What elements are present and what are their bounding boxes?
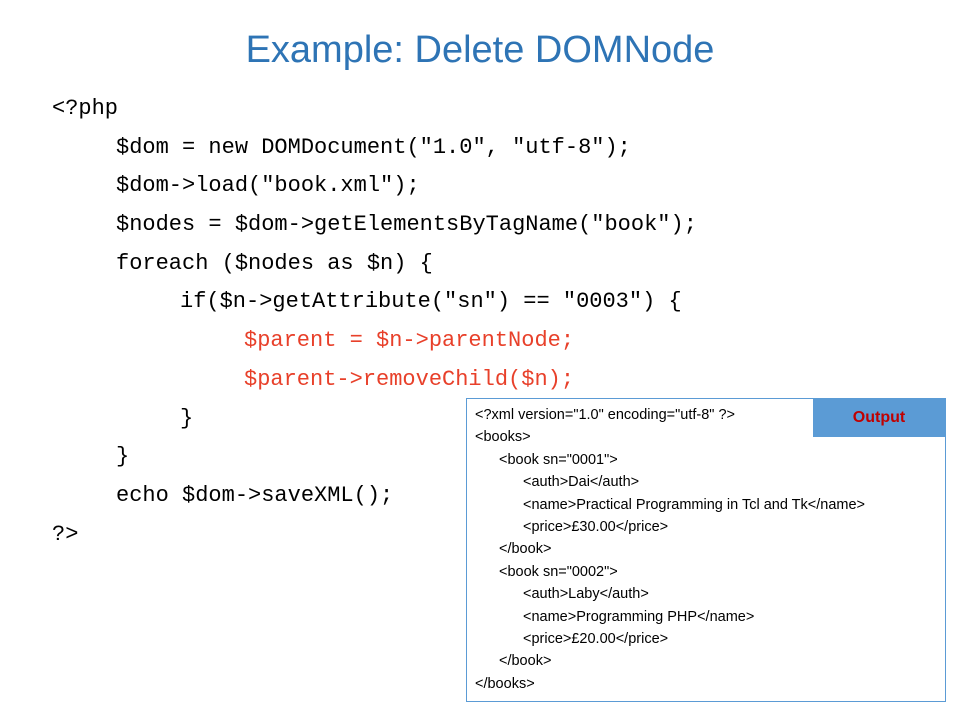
output-panel: Output <?xml version="1.0" encoding="utf… [466,398,946,702]
code-line: } [180,405,194,431]
code-line: echo $dom->saveXML(); [116,482,394,508]
xml-line: <?xml version="1.0" encoding="utf-8" ?> [475,407,735,423]
code-line-highlighted: $parent->removeChild($n); [244,366,575,392]
xml-output: <?xml version="1.0" encoding="utf-8" ?> … [475,404,865,695]
output-label: Output [813,399,945,437]
xml-line: </book> [499,541,552,558]
code-line: $nodes = $dom->getElementsByTagName("boo… [116,212,697,238]
xml-line: <auth>Laby</auth> [523,586,649,603]
code-line: $dom = new DOMDocument("1.0", "utf-8"); [116,134,631,160]
code-line: ?> [52,521,79,547]
code-line: } [116,444,130,470]
code-line-highlighted: $parent = $n->parentNode; [244,328,575,354]
code-line: $dom->load("book.xml"); [116,173,420,199]
xml-line: <book sn="0002"> [499,563,618,580]
php-code-block: <?php $dom = new DOMDocument("1.0", "utf… [52,90,697,554]
xml-line: <price>£30.00</price> [523,518,669,535]
xml-line: <books> [475,429,531,446]
xml-line: <price>£20.00</price> [523,630,669,647]
xml-line: <name>Practical Programming in Tcl and T… [523,496,865,513]
xml-line: </books> [475,675,535,692]
slide-title: Example: Delete DOMNode [245,29,715,71]
xml-line: <book sn="0001"> [499,451,618,468]
code-line: foreach ($nodes as $n) { [116,250,433,276]
code-line: <?php [52,96,119,121]
xml-line: </book> [499,653,552,670]
xml-line: <auth>Dai</auth> [523,474,640,491]
xml-line: <name>Programming PHP</name> [523,608,755,625]
code-line: if($n->getAttribute("sn") == "0003") { [180,289,682,315]
